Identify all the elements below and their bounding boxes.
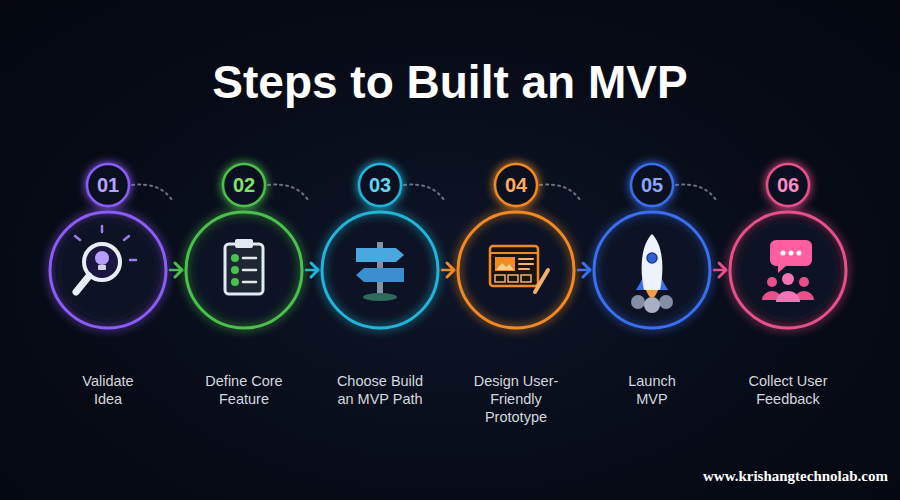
step-node: 04Design User-Friendly Prototype bbox=[454, 162, 578, 430]
step-number: 05 bbox=[590, 170, 714, 200]
step-node: 02Define Core Feature bbox=[182, 162, 306, 412]
step-node: 06Collect User Feedback bbox=[726, 162, 850, 412]
dotted-links bbox=[132, 185, 716, 200]
step-number: 03 bbox=[318, 170, 442, 200]
ring-outline bbox=[186, 212, 302, 328]
step-label: Design User-Friendly Prototype bbox=[473, 372, 559, 426]
step-number: 02 bbox=[182, 170, 306, 200]
clipboard-icon bbox=[225, 239, 263, 294]
step-label: Launch MVP bbox=[617, 372, 687, 408]
step-node: 05Launch MVP bbox=[590, 162, 714, 412]
diagram-title: Steps to Built an MVP bbox=[0, 54, 900, 110]
arrow-head bbox=[719, 263, 726, 277]
feedback-icon bbox=[762, 240, 814, 302]
step-label: Choose Build an MVP Path bbox=[332, 372, 428, 408]
ring-outline bbox=[594, 212, 710, 328]
ring-outline bbox=[322, 212, 438, 328]
step-number: 04 bbox=[454, 170, 578, 200]
arrow-head bbox=[447, 263, 454, 277]
step-number: 01 bbox=[46, 170, 170, 200]
step-arrow bbox=[170, 263, 182, 277]
step-arrow bbox=[578, 263, 590, 277]
arrow-head bbox=[311, 263, 318, 277]
magnifier-bulb-icon bbox=[75, 226, 136, 292]
step-label: Define Core Feature bbox=[194, 372, 294, 408]
rocket-icon bbox=[631, 234, 673, 313]
ring-outline bbox=[730, 212, 846, 328]
ring-outline bbox=[458, 212, 574, 328]
prototype-window-icon bbox=[490, 246, 548, 292]
arrow-head bbox=[583, 263, 590, 277]
step-node: 01Validate Idea bbox=[46, 162, 170, 412]
step-number: 06 bbox=[726, 170, 850, 200]
ring-outline bbox=[50, 212, 166, 328]
step-arrow bbox=[442, 263, 454, 277]
step-node: 03Choose Build an MVP Path bbox=[318, 162, 442, 412]
step-arrow bbox=[306, 263, 318, 277]
arrow-head bbox=[175, 263, 182, 277]
step-ring bbox=[454, 162, 578, 430]
step-label: Validate Idea bbox=[72, 372, 144, 408]
inner-discs bbox=[58, 220, 838, 320]
step-label: Collect User Feedback bbox=[733, 372, 843, 408]
step-arrow bbox=[714, 263, 726, 277]
signpost-icon bbox=[356, 242, 404, 301]
watermark: www.krishangtechnolab.com bbox=[703, 466, 888, 486]
